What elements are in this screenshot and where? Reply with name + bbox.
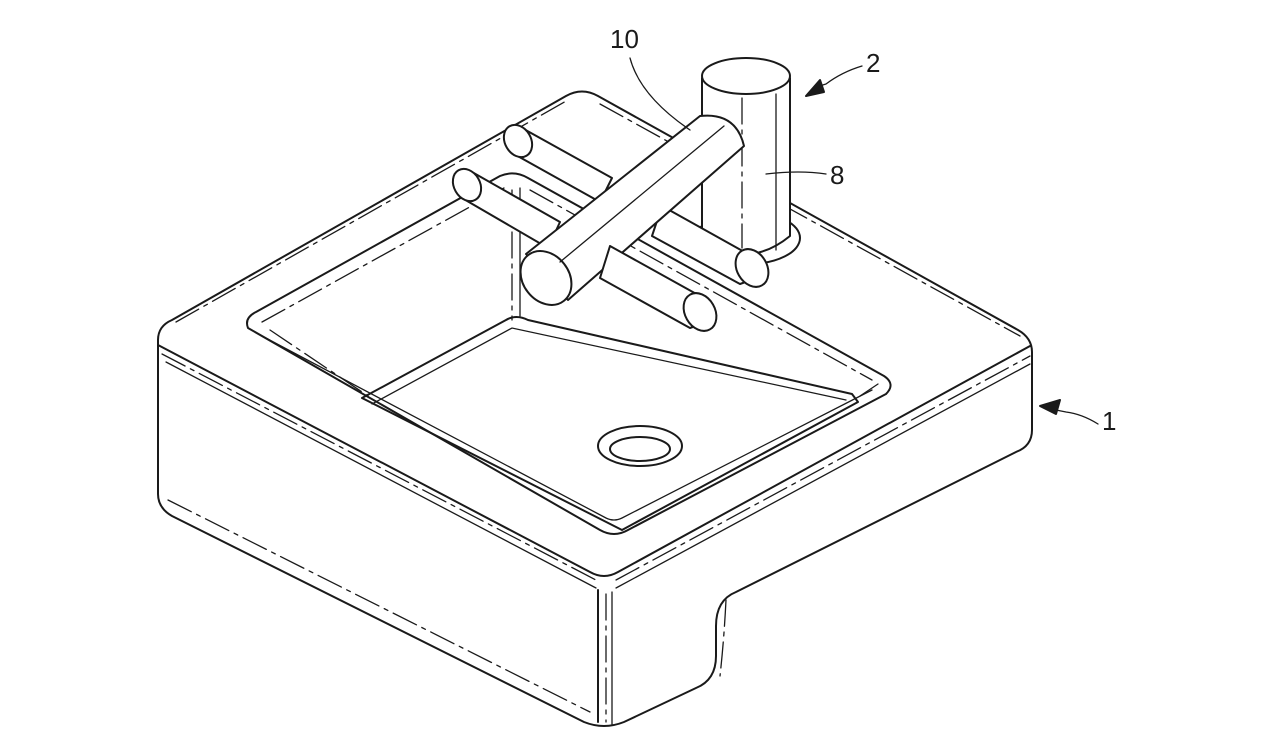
sink-rim-right-dash <box>615 355 1031 581</box>
drain-inner <box>609 436 671 462</box>
sink-rim-right-edge-2 <box>615 363 1031 589</box>
reference-labels: 10 2 8 1 <box>610 24 1116 436</box>
leader-10 <box>629 57 691 131</box>
basin-lip-front <box>261 335 873 521</box>
basin-floor-inner <box>371 327 847 405</box>
basin-inner-left-dash <box>261 187 505 323</box>
sink-notch-dash <box>719 599 727 677</box>
basin-right-wall-dash <box>859 383 879 397</box>
arrow-2 <box>805 79 825 97</box>
leader-8 <box>765 171 827 175</box>
handle-arm-front-right-end <box>682 292 718 332</box>
label-1: 1 <box>1102 406 1116 436</box>
sink-rim-left-edge <box>157 344 1031 577</box>
handle-arm-back-right-end <box>734 248 770 288</box>
label-2: 2 <box>866 48 880 78</box>
sink-rim-left-dash <box>161 353 597 581</box>
faucet-assembly <box>451 57 801 332</box>
sink-left-face-dash <box>167 499 591 713</box>
label-8: 8 <box>830 160 844 190</box>
sink-rim-left-edge-2 <box>165 361 597 589</box>
sink-right-deck-dash <box>599 103 1021 337</box>
handle-arm-front-left-end <box>451 167 483 203</box>
basin-opening <box>246 172 892 535</box>
handle-bar-highlight <box>559 125 725 263</box>
spout-column-top <box>701 57 791 95</box>
handle-bar-end <box>519 250 573 306</box>
handle-arm-back-left-end <box>502 123 534 159</box>
handle-bar <box>525 114 745 301</box>
basin-floor <box>361 316 859 531</box>
label-10: 10 <box>610 24 639 54</box>
sink-back-deck-dash <box>175 99 569 323</box>
basin-left-wall-dash <box>269 329 369 397</box>
sink-basin <box>246 172 892 535</box>
arrow-1 <box>1039 399 1061 415</box>
